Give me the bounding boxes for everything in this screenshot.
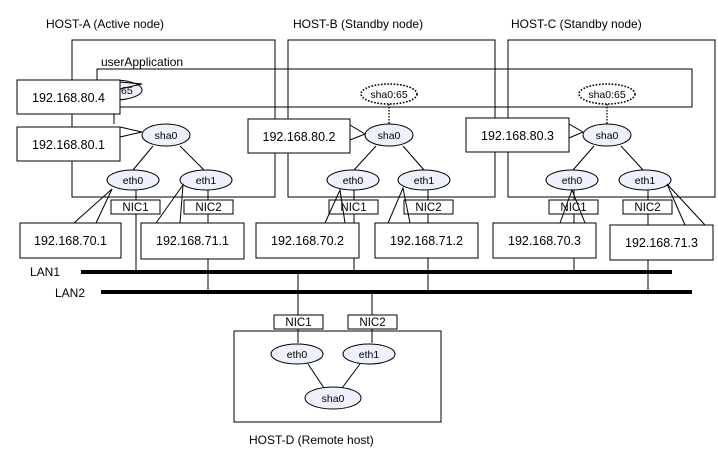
host-c-sha0-65-label: sha0:65	[588, 89, 626, 101]
host-b-eth0-node	[326, 169, 380, 191]
callout-b-eth0: 192.168.70.2	[255, 188, 360, 259]
callout-c-eth0: 192.168.70.3	[492, 188, 597, 259]
host-d-label: HOST-D (Remote host)	[249, 433, 374, 447]
host-d-nic2	[347, 314, 398, 330]
host-a-sha0-label: sha0	[155, 130, 178, 142]
host-a-box	[71, 39, 276, 198]
host-a-nic1-label: NIC1	[122, 202, 148, 214]
ip-a-eth1: 192.168.71.1	[156, 234, 229, 248]
host-b-sha0-node	[364, 123, 414, 147]
host-b-eth1-label: eth1	[414, 175, 435, 187]
host-c-sha0-node	[582, 123, 632, 147]
lan2-label: LAN2	[55, 286, 85, 300]
callout-a-eth0: 192.168.70.1	[19, 188, 122, 259]
callout-c-eth1: 192.168.71.3	[609, 183, 714, 261]
host-a-eth0-node	[106, 169, 160, 191]
host-b-eth0-label: eth0	[343, 175, 364, 187]
host-b-label: HOST-B (Standby node)	[293, 17, 423, 31]
callout-a-takeover: 192.168.80.4	[16, 79, 143, 115]
callout-c-sha0: 192.168.80.3	[465, 117, 585, 153]
host-c-sha0-label: sha0	[596, 130, 619, 142]
host-b-sha0-65-node	[360, 83, 418, 105]
host-a-nic1	[110, 199, 161, 215]
host-d-nic1-label: NIC1	[285, 317, 311, 329]
host-a-nic2-label: NIC2	[195, 202, 221, 214]
host-c-eth0-label: eth0	[562, 175, 583, 187]
host-b-nic1	[328, 199, 379, 215]
host-a-label: HOST-A (Active node)	[46, 17, 164, 31]
host-b-eth1-node	[397, 169, 451, 191]
ip-b-eth1: 192.168.71.2	[390, 234, 463, 248]
callout-b-eth1: 192.168.71.2	[374, 186, 479, 259]
lan1-label: LAN1	[30, 265, 60, 279]
ip-c-eth0: 192.168.70.3	[508, 234, 581, 248]
host-c-eth1-label: eth1	[635, 175, 656, 187]
host-a-sha0-node	[141, 123, 191, 147]
ip-a-sha0: 192.168.80.1	[32, 138, 105, 152]
host-a-eth0-label: eth0	[123, 175, 144, 187]
ip-c-sha0: 192.168.80.3	[481, 129, 554, 143]
callout-a-sha0: 192.168.80.1	[16, 126, 143, 162]
host-c-eth1-node	[618, 169, 672, 191]
host-b-nic2-label: NIC2	[415, 202, 441, 214]
host-c-nic1	[548, 199, 599, 215]
host-a-eth1-node	[179, 169, 233, 191]
host-d-nic1	[273, 314, 324, 330]
ip-b-sha0: 192.168.80.2	[263, 130, 336, 144]
host-b-nic1-label: NIC1	[340, 202, 366, 214]
host-d-eth1-node	[342, 343, 396, 365]
host-c-nic2-label: NIC2	[634, 202, 660, 214]
callout-b-sha0: 192.168.80.2	[247, 118, 367, 154]
user-application-label: userApplication	[101, 55, 183, 69]
host-c-sha0-65-node	[578, 83, 636, 105]
host-a-nic2	[183, 199, 234, 215]
ip-c-eth1: 192.168.71.3	[625, 236, 698, 250]
ip-a-takeover: 192.168.80.4	[32, 91, 105, 105]
host-c-label: HOST-C (Standby node)	[511, 17, 642, 31]
host-a-eth1-label: eth1	[196, 175, 217, 187]
ip-a-eth0: 192.168.70.1	[34, 234, 107, 248]
ip-b-eth0: 192.168.70.2	[271, 234, 344, 248]
host-b-sha0-65-label: sha0:65	[370, 89, 408, 101]
callout-a-eth1: 192.168.71.1	[140, 183, 245, 260]
host-d-nic2-label: NIC2	[359, 317, 385, 329]
host-d-eth0-node	[270, 343, 324, 365]
host-b-nic2	[403, 199, 454, 215]
host-d-eth0-label: eth0	[287, 349, 308, 361]
host-d-eth1-label: eth1	[359, 349, 380, 361]
host-d-sha0-node	[304, 386, 362, 410]
host-d-sha0-label: sha0	[322, 393, 345, 405]
host-c-nic2	[622, 199, 673, 215]
host-b-sha0-label: sha0	[378, 130, 401, 142]
